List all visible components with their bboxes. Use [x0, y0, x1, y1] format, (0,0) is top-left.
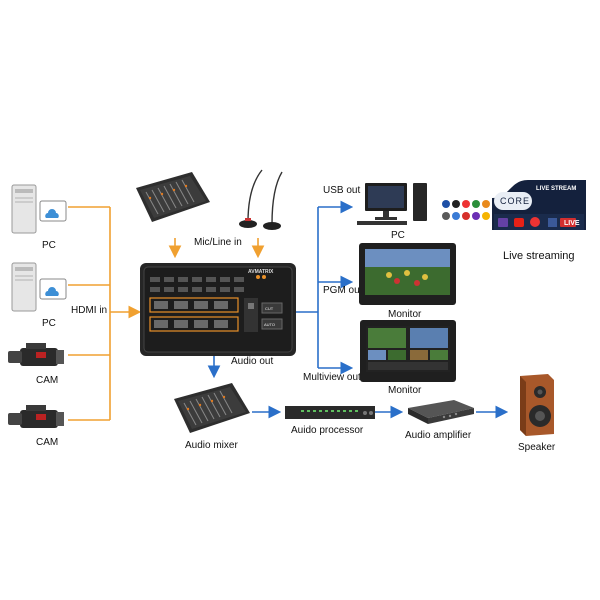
core-logo: CORE: [500, 196, 531, 206]
pc-input-2: [10, 261, 68, 313]
pc-input-1-label: PC: [42, 240, 56, 251]
microphone-icon: [239, 169, 283, 230]
audio-amplifier-icon: [408, 400, 474, 424]
audio-processor-label: Auido processor: [291, 425, 364, 436]
pc-output: [355, 181, 435, 227]
live-tag: LIVE: [564, 220, 580, 227]
video-camera-icon: [8, 405, 64, 428]
desktop-pc-icon: [357, 183, 427, 225]
cam-input-1-label: CAM: [36, 375, 59, 386]
output-lines: [207, 200, 509, 419]
social-platform-icons: [442, 200, 490, 220]
mixer-console-icon: [174, 383, 250, 433]
audio-amplifier-label: Audio amplifier: [405, 430, 472, 441]
mixer-console-icon: [136, 172, 210, 222]
monitor-1: [359, 243, 456, 305]
microphones: [236, 166, 292, 230]
multiview-out-label: Multiview out: [303, 372, 361, 383]
audio-mixer-label: Audio mixer: [185, 440, 238, 451]
live-streaming-label: Live streaming: [503, 250, 575, 262]
audio-amplifier: [404, 398, 476, 426]
audio-processor: [285, 404, 375, 421]
audio-processor-icon: [285, 406, 375, 419]
audio-mixer-input: [132, 168, 212, 226]
audio-out-label: Audio out: [231, 356, 274, 367]
cam-input-2: [6, 402, 68, 434]
speaker: [514, 372, 558, 438]
hdmi-in-label: HDMI in: [71, 305, 108, 316]
cam-input-2-label: CAM: [36, 437, 59, 448]
audio-input-arrows: [168, 238, 265, 259]
hdmi-input-lines: [68, 206, 142, 421]
cut-button-label: CUT: [265, 306, 274, 311]
usb-out-label: USB out: [323, 185, 361, 196]
auto-button-label: AUTO: [264, 322, 276, 327]
audio-mixer: [170, 379, 252, 437]
speaker-icon: [520, 374, 554, 436]
monitor-icon: [359, 243, 456, 305]
monitor-2: [360, 320, 456, 382]
video-camera-icon: [8, 343, 64, 366]
switcher-brand: AVMATRIX: [248, 269, 274, 275]
video-switcher: AVMATRIX CUT AUTO: [140, 263, 296, 356]
monitor-1-label: Monitor: [388, 309, 422, 320]
pc-input-2-label: PC: [42, 318, 56, 329]
platform-icons: [440, 198, 492, 222]
multiview-monitor-icon: [360, 320, 456, 382]
live-stream-panel: LIVE CORE LIVE STREAM: [492, 172, 586, 242]
live-stream-graphic: LIVE: [492, 180, 586, 230]
speaker-label: Speaker: [518, 442, 556, 453]
pc-input-1: [10, 183, 68, 235]
pc-tower-icon: [11, 184, 67, 234]
live-stream-badge: LIVE STREAM: [536, 186, 577, 192]
switcher-console-icon: [140, 263, 296, 356]
pc-output-label: PC: [391, 230, 405, 241]
monitor-2-label: Monitor: [388, 385, 422, 396]
cam-input-1: [6, 340, 68, 372]
pc-tower-icon: [11, 262, 67, 312]
mic-line-in-label: Mic/Line in: [194, 237, 242, 248]
pgm-out-label: PGM out: [323, 285, 363, 296]
